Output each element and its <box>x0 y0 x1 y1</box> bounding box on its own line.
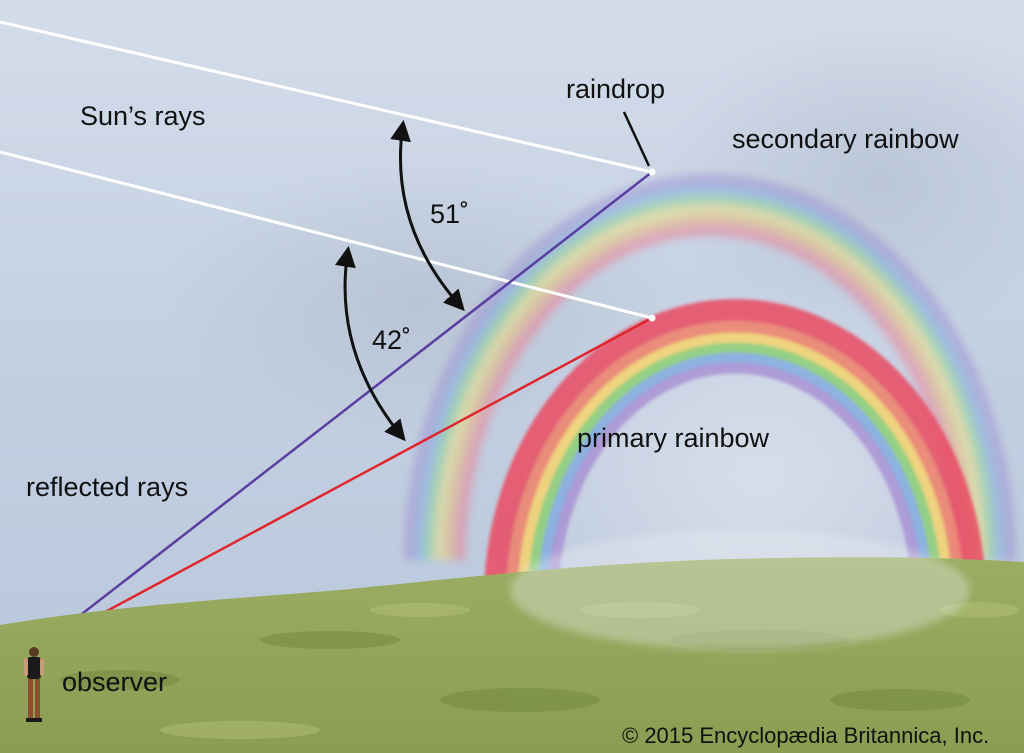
sun-rays-label: Sun’s rays <box>80 101 206 131</box>
rain-veil <box>510 530 970 650</box>
raindrop-label: raindrop <box>566 74 666 104</box>
raindrop-point-primary <box>648 314 656 322</box>
sun-ray-upper <box>0 20 653 174</box>
cloud <box>660 20 1024 340</box>
angle-arrow-42 <box>335 245 406 442</box>
secondary-rainbow-label: secondary rainbow <box>732 124 959 154</box>
primary-rainbow-label: primary rainbow <box>577 423 770 453</box>
observer-figure <box>24 647 44 722</box>
angle-arrow-51 <box>390 119 465 312</box>
sun-ray-lower <box>0 150 653 320</box>
angle-51-label: 51˚ <box>430 199 470 229</box>
raindrop-pointer-line <box>622 111 651 167</box>
observer-label: observer <box>62 667 168 697</box>
reflected-ray-primary <box>37 316 653 650</box>
copyright-notice: © 2015 Encyclopædia Britannica, Inc. <box>622 723 990 748</box>
angle-42-label: 42˚ <box>372 325 412 355</box>
primary-rainbow-arc <box>484 299 986 601</box>
raindrop-point-secondary <box>648 168 656 176</box>
reflected-rays-label: reflected rays <box>26 472 189 502</box>
